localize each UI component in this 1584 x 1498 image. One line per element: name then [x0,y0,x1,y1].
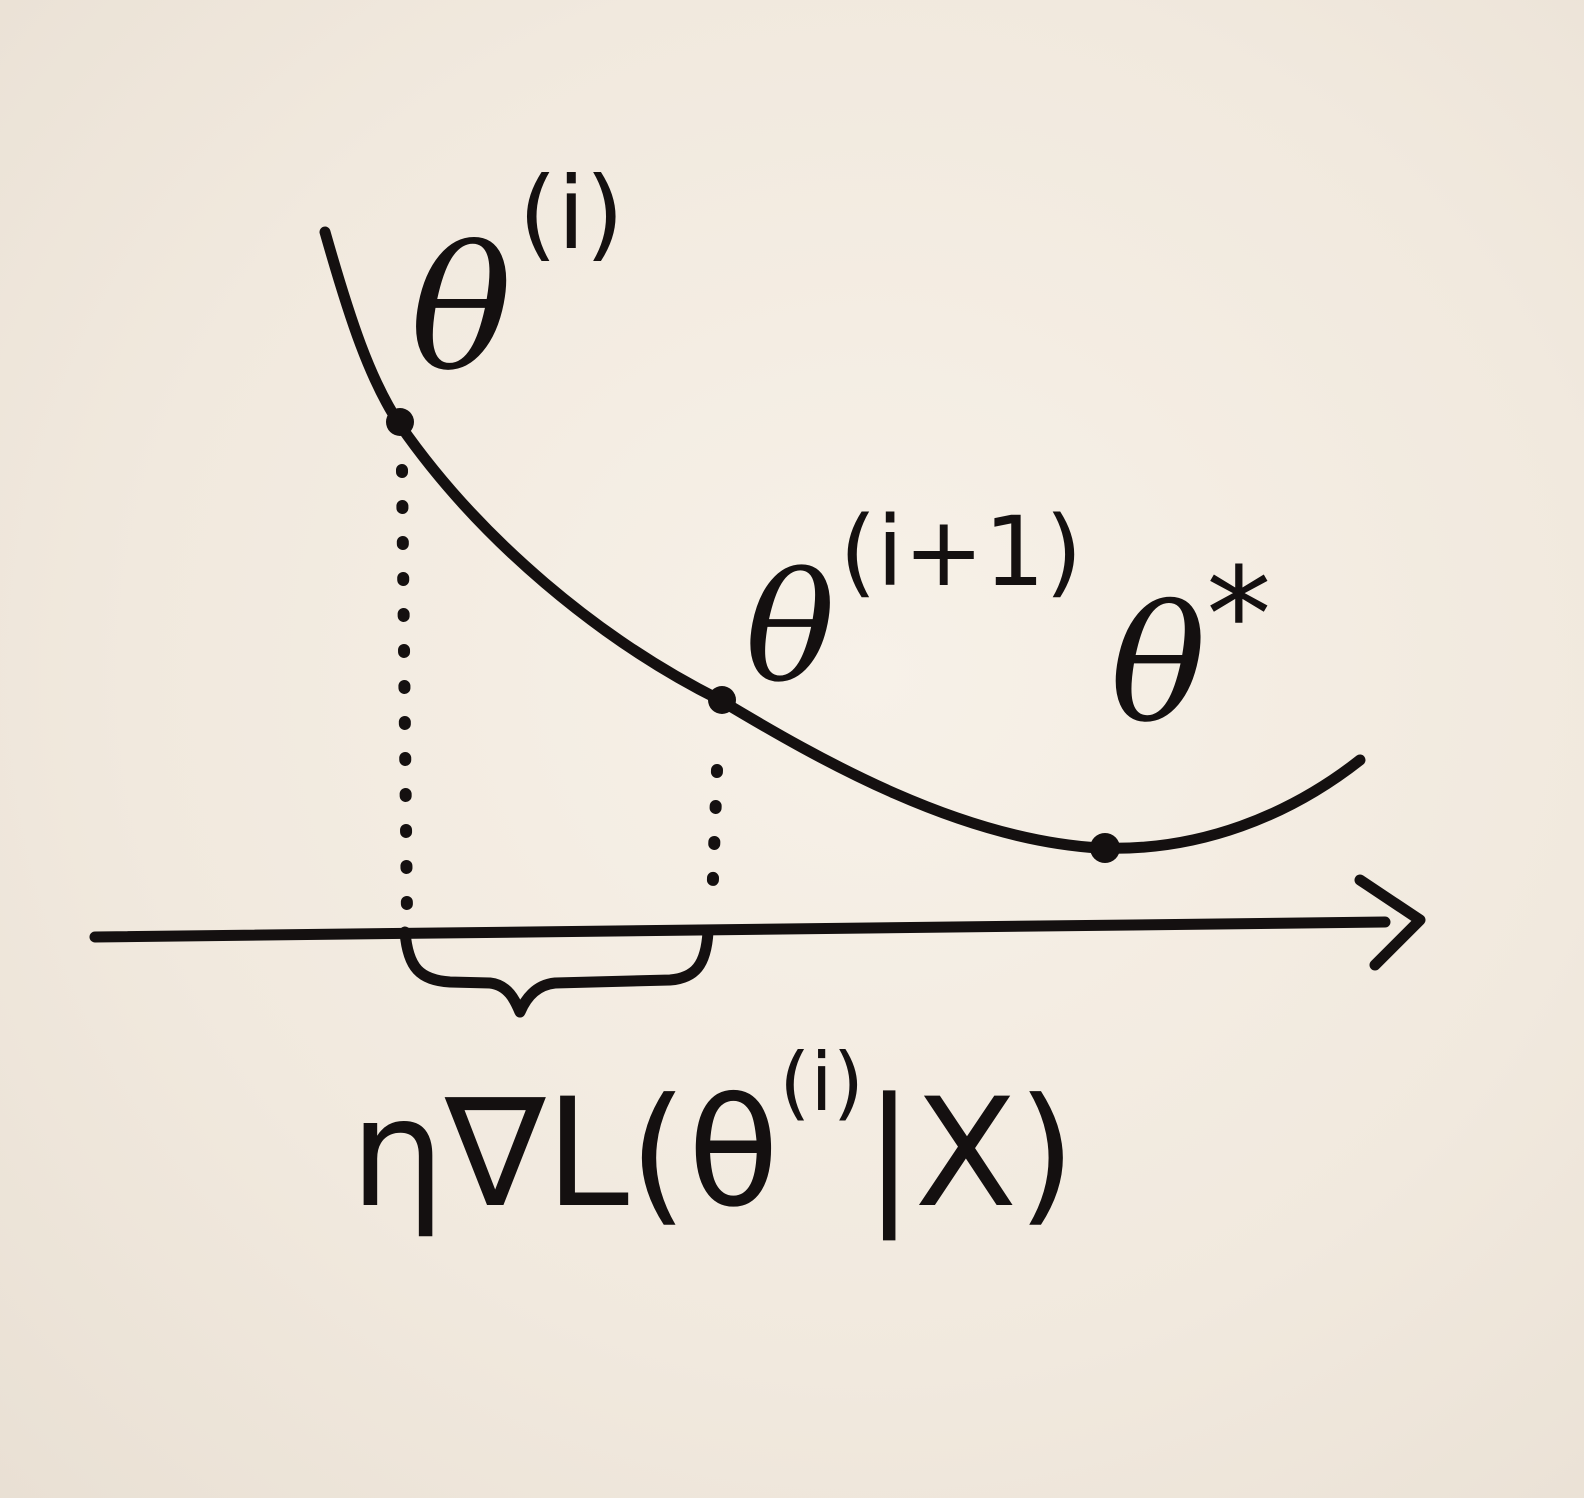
point-theta-i [386,408,414,436]
horizontal-axis [89,916,1391,943]
axis-arrow-head [1354,874,1426,971]
projection-dotted-line-i [396,464,413,921]
step-size-brace [399,926,714,1018]
projection-dotted-line-i1 [706,764,723,911]
label-gradient-step: η∇L(θ(i)|X) [350,1036,1076,1241]
label-theta-i: θ(i) [410,155,624,409]
label-theta-star: θ* [1110,539,1271,758]
label-theta-i1: θ(i+1) [745,496,1082,716]
point-theta-i1 [708,686,736,714]
point-theta-star [1090,833,1120,863]
